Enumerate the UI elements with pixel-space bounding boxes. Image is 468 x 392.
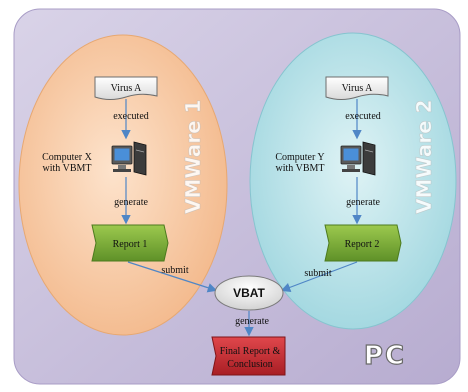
vm2-virus-label: Virus A bbox=[342, 83, 374, 94]
final-report-box: Final Report & Conclusion bbox=[211, 336, 286, 376]
vm1-computer-line2: with VBMT bbox=[43, 163, 92, 174]
vm1-generate-label: generate bbox=[114, 197, 148, 208]
vm1-computer-line1: Computer X bbox=[42, 152, 92, 163]
vm2-computer-line1: Computer Y bbox=[275, 152, 324, 163]
vm1-computer-icon bbox=[111, 141, 147, 176]
vm2-computer-line2: with VBMT bbox=[276, 163, 325, 174]
vm1-report-label: Report 1 bbox=[113, 239, 148, 250]
vmware-1-label: VMWare 1 bbox=[181, 99, 205, 214]
pc-label: PC bbox=[364, 341, 406, 371]
vm2-computer-icon bbox=[340, 141, 376, 176]
final-report-line1: Final Report & bbox=[220, 346, 281, 357]
vm1-report-box: Report 1 bbox=[91, 224, 169, 262]
vbat-label: VBAT bbox=[233, 286, 265, 300]
vm2-generate-label: generate bbox=[346, 197, 380, 208]
vmware-2-label: VMWare 2 bbox=[412, 99, 436, 214]
vm2-virus-document: Virus A bbox=[325, 76, 389, 100]
vbat-generate-label: generate bbox=[235, 316, 269, 327]
vm1-arrow-submit bbox=[127, 261, 218, 293]
vm2-submit-label: submit bbox=[304, 268, 331, 279]
vmware-2-ellipse bbox=[249, 32, 457, 330]
vm1-executed-label: executed bbox=[113, 111, 149, 122]
vm2-report-label: Report 2 bbox=[345, 239, 380, 250]
vm1-submit-label: submit bbox=[161, 265, 188, 276]
vm2-executed-label: executed bbox=[345, 111, 381, 122]
vm2-arrow-submit bbox=[280, 261, 358, 292]
final-report-line2: Conclusion bbox=[227, 359, 273, 370]
vbat-ellipse bbox=[214, 275, 284, 311]
vm1-virus-document: Virus A bbox=[94, 76, 158, 100]
vm1-virus-label: Virus A bbox=[111, 83, 143, 94]
vm2-report-box: Report 2 bbox=[324, 224, 402, 262]
vmware-1-ellipse bbox=[18, 34, 228, 336]
